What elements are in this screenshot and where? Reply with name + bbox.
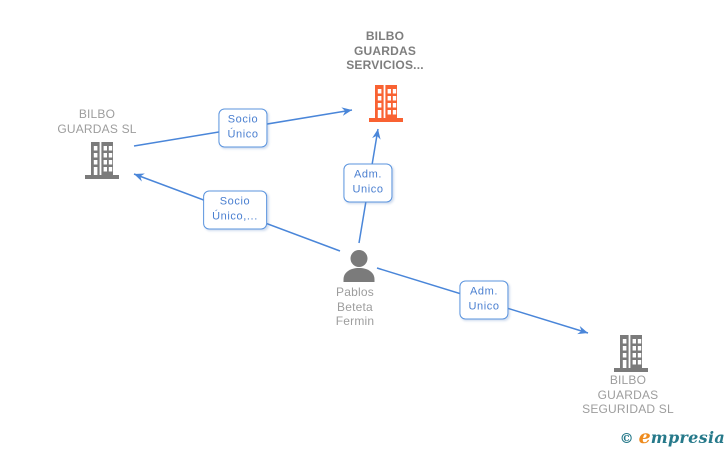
node-label-line: Fermin bbox=[335, 314, 375, 328]
empresia-wordmark: empresia bbox=[639, 426, 725, 448]
edge-label-line: Único bbox=[227, 128, 259, 141]
company-icon-bilbo-guardas-sl[interactable] bbox=[84, 141, 120, 186]
node-label-line: SEGURIDAD SL bbox=[582, 402, 674, 416]
node-label-line: Pablos bbox=[336, 285, 374, 299]
edge-label-line: Único,... bbox=[212, 210, 258, 223]
node-label-line: GUARDAS SL bbox=[57, 121, 137, 136]
brand-initial: e bbox=[638, 426, 651, 448]
edge-label-adm-unico-1: Adm. Unico bbox=[343, 163, 393, 203]
empresia-logo[interactable]: © empresia bbox=[620, 426, 725, 448]
edge-label-line: Unico bbox=[352, 183, 384, 196]
edge-label-line: Adm. bbox=[353, 168, 383, 181]
copyright-icon: © bbox=[619, 431, 634, 447]
node-label-line: BILBO bbox=[365, 29, 405, 43]
node-label-line: BILBO bbox=[609, 373, 647, 387]
brand-rest: mpresia bbox=[650, 428, 725, 447]
node-label-line: GUARDAS bbox=[353, 43, 417, 58]
edge-label-adm-unico-2: Adm. Unico bbox=[459, 280, 509, 320]
company-icon-bilbo-guardas-servicios[interactable] bbox=[368, 84, 404, 129]
node-label-line: BILBO bbox=[78, 107, 116, 121]
edge-label-line: Socio bbox=[219, 195, 251, 208]
edge-label-line: Unico bbox=[468, 300, 500, 313]
person-icon-pablos-beteta-fermin[interactable] bbox=[339, 249, 379, 288]
node-label-line: GUARDAS bbox=[597, 387, 659, 402]
node-label-line: Beteta bbox=[337, 299, 373, 314]
edge-label-line: Socio bbox=[227, 113, 259, 126]
edge-label-line: Adm. bbox=[469, 285, 499, 298]
node-label-line: SERVICIOS... bbox=[346, 58, 424, 72]
company-icon-bilbo-guardas-seguridad-sl[interactable] bbox=[613, 334, 649, 379]
